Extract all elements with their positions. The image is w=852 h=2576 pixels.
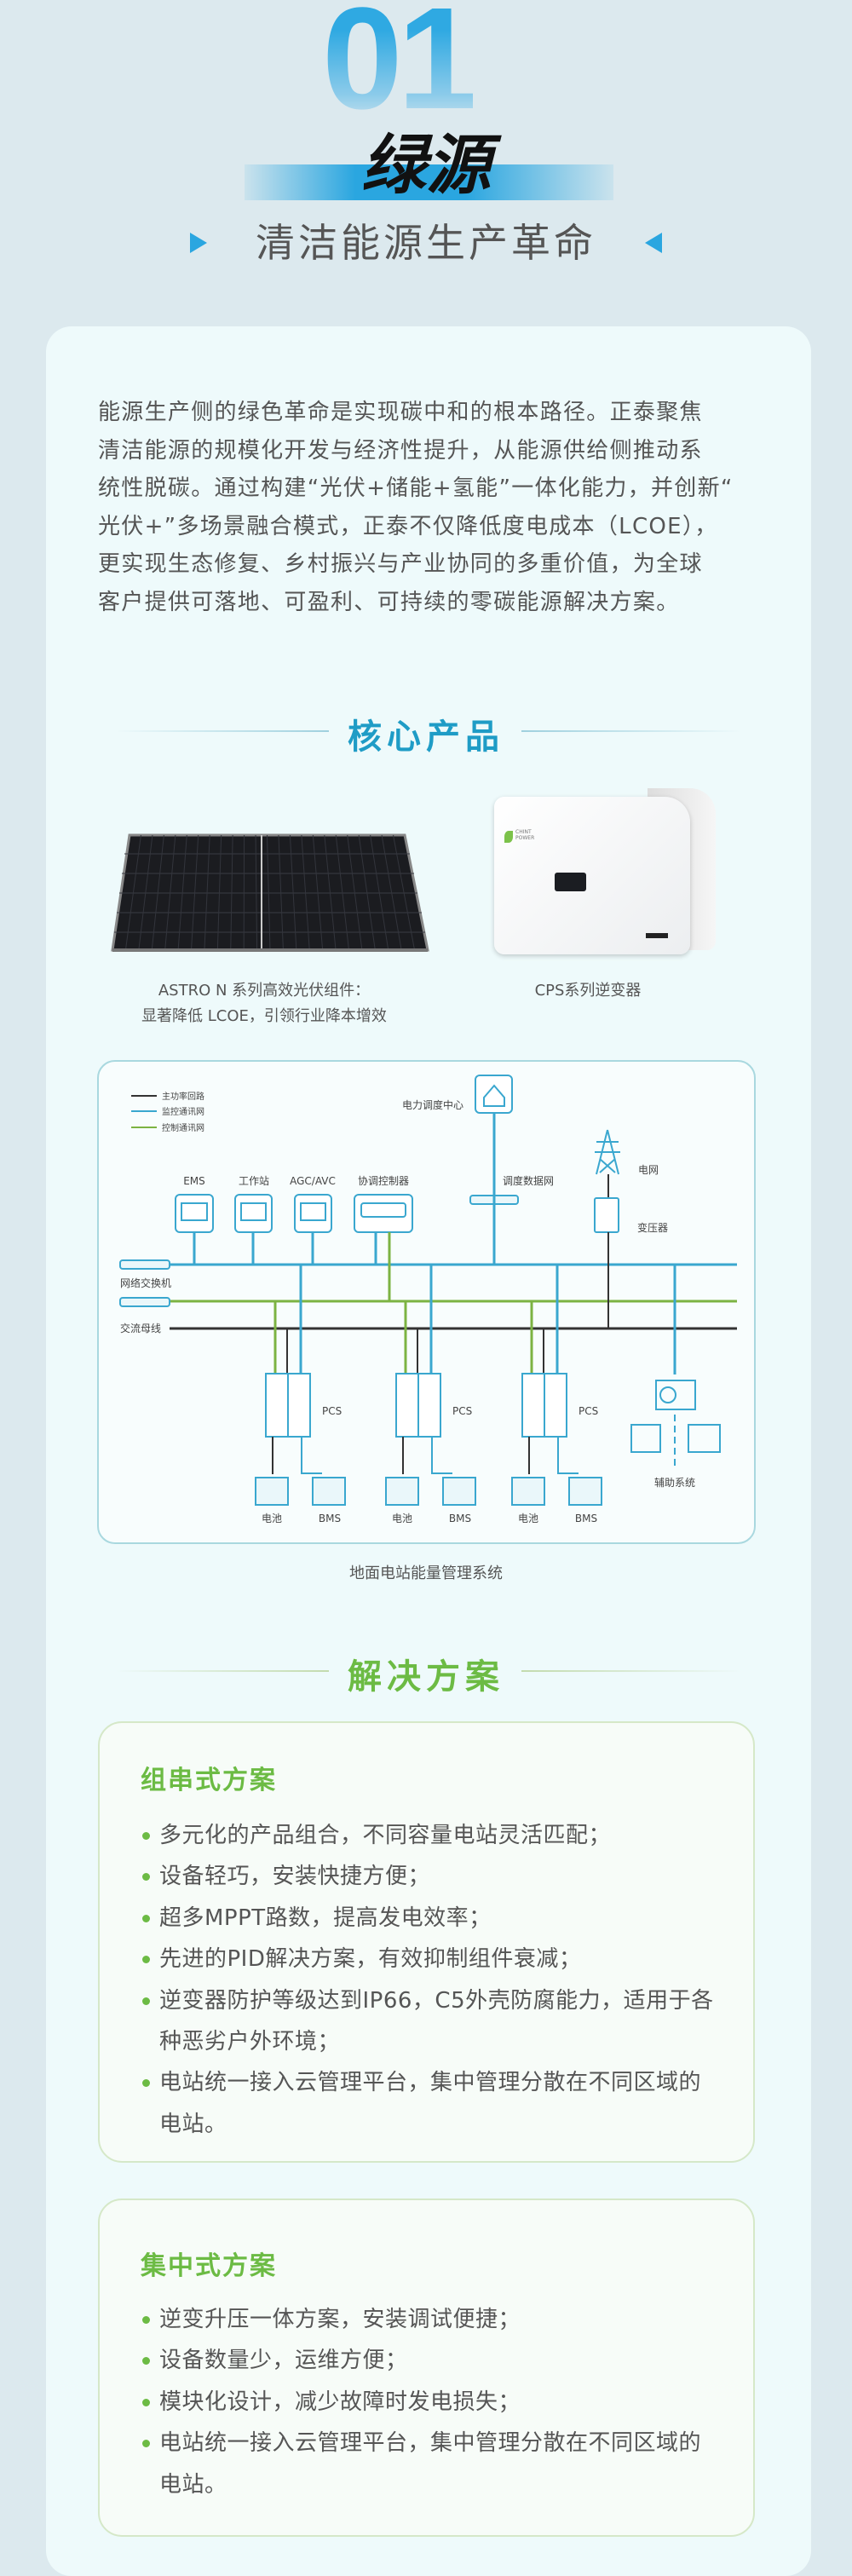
section-number: 01 <box>322 0 473 131</box>
pcs-label: PCS <box>579 1405 598 1417</box>
battery-icon <box>256 1478 288 1505</box>
inverter-caption: CPS系列逆变器 <box>460 978 716 1004</box>
legend-power: 主功率回路 <box>162 1091 204 1102</box>
divider <box>521 1670 741 1672</box>
intro-paragraph: 能源生产侧的绿色革命是实现碳中和的根本路径。正泰聚焦 清洁能源的规模化开发与经济… <box>98 394 771 621</box>
transformer-icon <box>595 1198 619 1232</box>
dispatch-center-label: 电力调度中心 <box>402 1098 463 1111</box>
bms-label: BMS <box>575 1513 597 1524</box>
intro-line: 能源生产侧的绿色革命是实现碳中和的根本路径。正泰聚焦 <box>98 394 771 432</box>
bms-label: BMS <box>319 1513 341 1524</box>
solar-panel-image <box>111 831 435 959</box>
list-item: 超多MPPT路数，提高发电效率； <box>142 1898 722 1939</box>
section-heading: 解决方案 <box>348 1649 504 1698</box>
inverter-image: CHINT POWER <box>494 771 717 965</box>
device-label: EMS <box>183 1175 205 1187</box>
divider <box>116 1670 329 1672</box>
solution-list: 逆变升压一体方案，安装调试便捷； 设备数量少，运维方便； 模块化设计，减少故障时… <box>142 2299 722 2505</box>
section-heading: 核心产品 <box>348 709 504 758</box>
solution-card-string: 组串式方案 多元化的产品组合，不同容量电站灵活匹配； 设备轻巧，安装快捷方便； … <box>98 1721 755 2163</box>
grid-label: 电网 <box>638 1164 659 1176</box>
legend-control: 控制通讯网 <box>162 1122 204 1133</box>
divider <box>521 730 741 732</box>
pcs-label: PCS <box>322 1405 342 1417</box>
device-label: AGC/AVC <box>290 1175 336 1187</box>
list-item: 设备数量少，运维方便； <box>142 2340 722 2381</box>
transformer-label: 变压器 <box>637 1221 668 1234</box>
ac-bus-label: 交流母线 <box>120 1322 161 1334</box>
solution-title: 组串式方案 <box>141 1759 277 1796</box>
solution-title: 集中式方案 <box>141 2245 277 2282</box>
intro-line: 客户提供可落地、可盈利、可持续的零碳能源解决方案。 <box>98 584 771 622</box>
products-heading: 核心产品 <box>0 709 852 752</box>
intro-line: 光伏+”多场景融合模式，正泰不仅降低度电成本（LCOE）， <box>98 508 771 546</box>
battery-icon <box>512 1478 544 1505</box>
battery-label: 电池 <box>518 1513 538 1524</box>
list-item: 逆变升压一体方案，安装调试便捷； <box>142 2299 722 2340</box>
battery-label: 电池 <box>262 1513 282 1524</box>
bms-label: BMS <box>449 1513 471 1524</box>
inverter-display <box>555 873 586 891</box>
list-item: 先进的PID解决方案，有效抑制组件衰减； <box>142 1939 722 1980</box>
dispatch-network-label: 调度数据网 <box>503 1174 554 1187</box>
solutions-heading: 解决方案 <box>0 1649 852 1691</box>
diagram-caption: 地面电站能量管理系统 <box>256 1561 596 1587</box>
device-label: 协调控制器 <box>358 1174 409 1187</box>
solution-card-central: 集中式方案 逆变升压一体方案，安装调试便捷； 设备数量少，运维方便； 模块化设计… <box>98 2199 755 2537</box>
aux-label: 辅助系统 <box>654 1477 695 1489</box>
inverter-label-plate <box>646 933 668 938</box>
panel-caption-line: ASTRO N 系列高效光伏组件： <box>85 978 443 1004</box>
switch-label: 网络交换机 <box>120 1276 171 1289</box>
bms-icon <box>569 1478 602 1505</box>
list-item: 电站统一接入云管理平台，集中管理分散在不同区域的电站。 <box>142 2423 722 2505</box>
page-title: 绿源 <box>256 133 596 198</box>
list-item: 电站统一接入云管理平台，集中管理分散在不同区域的电站。 <box>142 2062 722 2145</box>
list-item: 逆变器防护等级达到IP66，C5外壳防腐能力，适用于各种恶劣户外环境； <box>142 1980 722 2063</box>
energy-management-diagram: 主功率回路 监控通讯网 控制通讯网 网络交换机 交流母线 电力调度中心 调度数据… <box>85 1057 767 1568</box>
bms-icon <box>443 1478 475 1505</box>
page-subtitle: 清洁能源生产革命 <box>170 220 682 266</box>
legend-monitor: 监控通讯网 <box>162 1106 204 1117</box>
bms-icon <box>313 1478 345 1505</box>
intro-line: 更实现生态修复、乡村振兴与产业协同的多重价值，为全球 <box>98 545 771 584</box>
chint-logo-icon <box>504 831 513 843</box>
inverter-logo-text: CHINT POWER <box>515 829 550 841</box>
dispatch-center-icon <box>475 1075 512 1113</box>
battery-icon <box>386 1478 418 1505</box>
list-item: 设备轻巧，安装快捷方便； <box>142 1856 722 1897</box>
divider <box>116 730 329 732</box>
list-item: 模块化设计，减少故障时发电损失； <box>142 2382 722 2423</box>
panel-caption: ASTRO N 系列高效光伏组件： 显著降低 LCOE，引领行业降本增效 <box>85 978 443 1029</box>
pcs-label: PCS <box>452 1405 472 1417</box>
intro-line: 统性脱碳。通过构建“光伏+储能+氢能”一体化能力，并创新“ <box>98 470 771 508</box>
triangle-left-icon <box>645 233 662 253</box>
list-item: 多元化的产品组合，不同容量电站灵活匹配； <box>142 1815 722 1856</box>
battery-label: 电池 <box>392 1513 412 1524</box>
panel-caption-line: 显著降低 LCOE，引领行业降本增效 <box>85 1004 443 1029</box>
device-label: 工作站 <box>239 1175 269 1187</box>
intro-line: 清洁能源的规模化开发与经济性提升，从能源供给侧推动系 <box>98 432 771 470</box>
solution-list: 多元化的产品组合，不同容量电站灵活匹配； 设备轻巧，安装快捷方便； 超多MPPT… <box>142 1815 722 2145</box>
